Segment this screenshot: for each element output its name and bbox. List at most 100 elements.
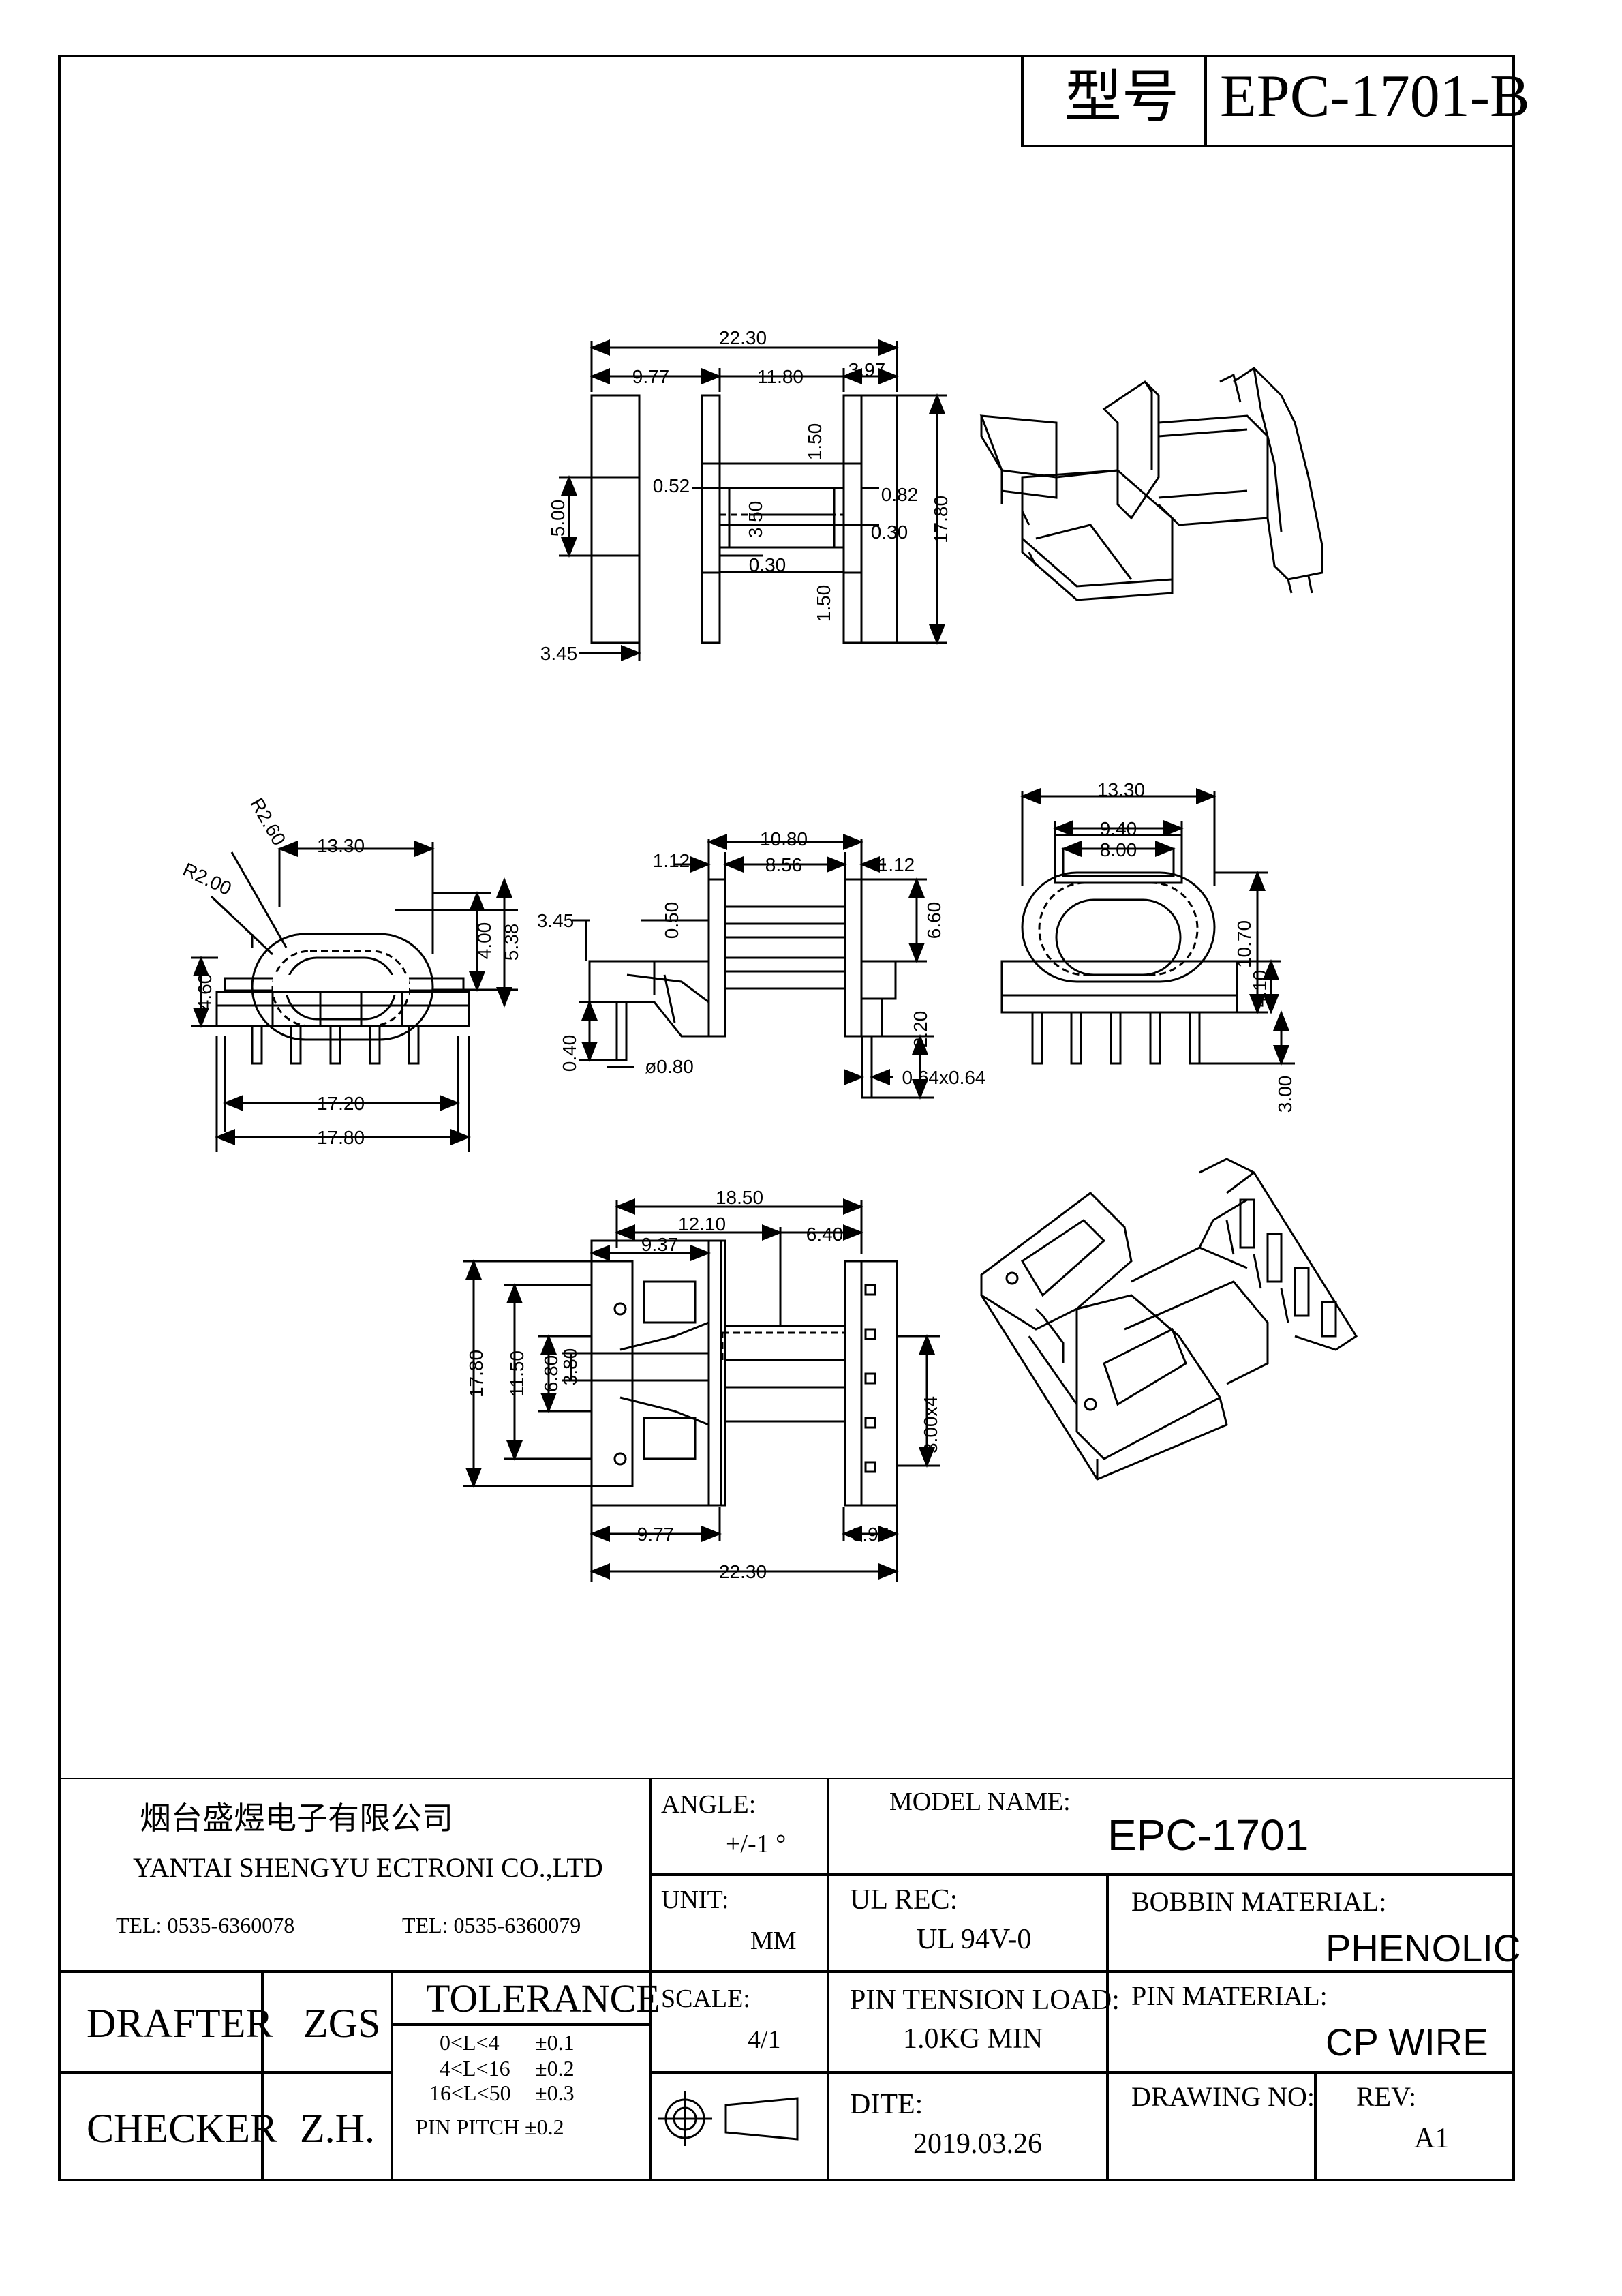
rev-label: REV: <box>1356 2081 1417 2112</box>
dim-top-500: 5.00 <box>547 500 568 537</box>
drawing-border <box>58 55 1515 2181</box>
company-name-cn: 烟台盛煜电子有限公司 <box>140 1800 453 1837</box>
side-view <box>572 834 934 1100</box>
title-box: 型号 EPC-1701-B <box>1021 55 1530 147</box>
pin-tension-value: 1.0KG MIN <box>903 2023 1043 2055</box>
company-tel2: TEL: 0535-6360079 <box>402 1913 581 1937</box>
company-tel1: TEL: 0535-6360078 <box>116 1913 295 1937</box>
dim-sd-345: 3.45 <box>537 910 575 931</box>
scale-value: 4/1 <box>748 2025 781 2054</box>
unit-value: MM <box>750 1927 797 1955</box>
dim-bt-1150: 11.50 <box>506 1350 527 1397</box>
isometric-view-2 <box>980 1158 1358 1481</box>
dim-bt-300x4: 3.00x4 <box>920 1396 941 1453</box>
bobbin-label: BOBBIN MATERIAL: <box>1131 1886 1387 1917</box>
dim-top-150a: 1.50 <box>804 423 825 461</box>
checker-value: Z.H. <box>300 2106 375 2151</box>
dim-bt-2230: 22.30 <box>719 1561 767 1582</box>
tol-range-2: 16<L<50 <box>429 2081 511 2105</box>
dim-fl-538: 5.38 <box>501 924 522 961</box>
scale-label: SCALE: <box>661 1984 750 2013</box>
dim-fl-r200: R2.00 <box>180 859 235 900</box>
model-name-value: EPC-1701 <box>1107 1811 1309 1860</box>
top-view <box>559 339 947 661</box>
dim-fr-300: 3.00 <box>1274 1076 1296 1113</box>
dim-bt-1850: 18.50 <box>716 1187 763 1208</box>
dim-bt-937: 9.37 <box>641 1234 679 1255</box>
ul-label: UL REC: <box>850 1884 958 1916</box>
dim-fl-1720: 17.20 <box>317 1093 365 1114</box>
dim-sd-856: 8.56 <box>765 854 803 875</box>
title-model: EPC-1701-B <box>1220 63 1530 130</box>
dim-bt-1780: 17.80 <box>465 1350 487 1398</box>
angle-label: ANGLE: <box>661 1790 756 1819</box>
dim-sd-064: 0.64x0.64 <box>902 1067 986 1088</box>
dim-sd-112b: 1.12 <box>878 854 915 875</box>
dim-fr-1330: 13.30 <box>1097 779 1145 800</box>
isometric-view-1 <box>979 367 1323 601</box>
drafter-value: ZGS <box>303 2001 381 2046</box>
technical-drawing: 22.30 9.77 11.80 3.97 1.50 0.52 0.82 3.5… <box>180 327 1358 1582</box>
dim-bt-380: 3.80 <box>560 1348 581 1386</box>
dim-top-right: 3.97 <box>848 359 886 380</box>
pin-pitch: PIN PITCH ±0.2 <box>416 2115 564 2139</box>
pin-tension-label: PIN TENSION LOAD: <box>850 1984 1120 2016</box>
title-label: 型号 <box>1065 63 1180 130</box>
bobbin-value: PHENOLIC <box>1326 1927 1521 1969</box>
angle-value: +/-1 ° <box>726 1830 786 1858</box>
dim-bt-977: 9.77 <box>637 1524 675 1545</box>
dim-fr-800: 8.00 <box>1100 839 1137 860</box>
rev-value: A1 <box>1414 2123 1450 2154</box>
tol-value-1: ±0.2 <box>535 2056 575 2081</box>
dim-top-350: 3.50 <box>745 501 766 539</box>
dim-fl-400: 4.00 <box>474 922 495 960</box>
dim-sd-040: 0.40 <box>559 1035 580 1072</box>
front-left-view <box>191 841 518 1152</box>
dim-top-030a: 0.30 <box>871 522 908 543</box>
drafter-label: DRAFTER <box>87 2001 273 2046</box>
dim-sd-phi080: ø0.80 <box>645 1056 694 1077</box>
dim-top-345: 3.45 <box>540 643 578 664</box>
dim-fr-410: 4.10 <box>1249 970 1270 1008</box>
dim-fl-1330: 13.30 <box>317 835 365 856</box>
dim-top-082: 0.82 <box>881 484 919 505</box>
dim-fl-r260: R2.60 <box>246 794 290 849</box>
dim-top-1780: 17.80 <box>930 496 951 543</box>
dim-top-052: 0.52 <box>653 475 690 496</box>
checker-label: CHECKER <box>87 2106 278 2151</box>
dim-fr-1070: 10.70 <box>1234 920 1255 968</box>
dim-top-030b: 0.30 <box>749 554 786 575</box>
model-name-label: MODEL NAME: <box>889 1787 1071 1816</box>
date-value: 2019.03.26 <box>913 2128 1042 2160</box>
dim-sd-050: 0.50 <box>661 902 682 939</box>
dim-sd-220: 2.20 <box>910 1011 931 1048</box>
tol-range-0: 0<L<4 <box>440 2030 500 2055</box>
unit-label: UNIT: <box>661 1886 729 1914</box>
bottom-view <box>463 1198 940 1582</box>
tol-range-1: 4<L<16 <box>440 2056 510 2081</box>
dim-sd-1080: 10.80 <box>760 828 808 849</box>
projection-symbol <box>658 2091 799 2146</box>
company-name-en: YANTAI SHENGYU ECTRONI CO.,LTD <box>133 1852 603 1883</box>
dim-fl-460: 4.60 <box>194 973 215 1011</box>
drawing-no-label: DRAWING NO: <box>1131 2081 1315 2112</box>
tol-value-2: ±0.3 <box>535 2081 575 2105</box>
pin-material-label: PIN MATERIAL: <box>1131 1980 1328 2011</box>
dim-top-left: 9.77 <box>632 366 670 387</box>
dim-top-overall: 22.30 <box>719 327 767 348</box>
dim-bt-397: 3.97 <box>852 1524 889 1545</box>
dim-bt-640: 6.40 <box>806 1224 844 1245</box>
dim-fl-1780: 17.80 <box>317 1127 365 1148</box>
dim-fr-940: 9.40 <box>1100 818 1137 839</box>
dim-sd-660: 6.60 <box>923 902 945 939</box>
dim-bt-1210: 12.10 <box>678 1213 726 1235</box>
tol-value-0: ±0.1 <box>535 2030 575 2055</box>
title-block: 烟台盛煜电子有限公司 YANTAI SHENGYU ECTRONI CO.,LT… <box>58 1778 1520 2181</box>
front-right-view <box>1000 788 1295 1066</box>
pin-material-value: CP WIRE <box>1326 2021 1488 2064</box>
tolerance-label: TOLERANCE <box>426 1976 660 2021</box>
date-label: DITE: <box>850 2089 923 2120</box>
dim-top-mid: 11.80 <box>757 366 804 387</box>
dim-top-150b: 1.50 <box>813 585 834 622</box>
ul-value: UL 94V-0 <box>917 1924 1032 1955</box>
